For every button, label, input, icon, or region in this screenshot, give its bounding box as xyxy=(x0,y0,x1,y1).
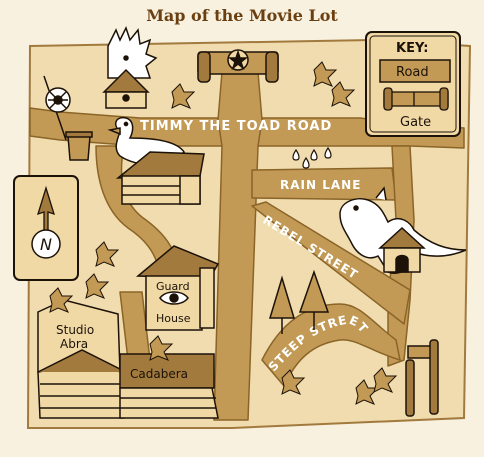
trash-can xyxy=(65,131,93,161)
rooster-house xyxy=(102,26,158,109)
cadabera-label: Cadabera xyxy=(130,367,188,381)
autumn-leaves xyxy=(49,61,398,405)
star-icon xyxy=(227,49,249,71)
east-gate xyxy=(405,339,439,417)
map-title: Map of the Movie Lot xyxy=(146,6,338,25)
studio-abra xyxy=(37,299,127,419)
cadabera-building xyxy=(119,353,219,419)
duck-house xyxy=(107,116,205,205)
guard-house xyxy=(135,245,220,331)
north-road xyxy=(213,71,263,421)
rebel-street xyxy=(251,201,411,325)
doghouse xyxy=(378,226,426,273)
studio-abra-line1: Studio xyxy=(56,323,94,337)
guard-house-line1: Guard xyxy=(156,280,190,293)
timmy-road-label: TIMMY THE TOAD ROAD xyxy=(140,119,332,134)
guard-house-line2: House xyxy=(156,312,191,325)
pine-trees xyxy=(268,269,330,334)
key-road-label: Road xyxy=(396,65,429,80)
north-gate xyxy=(197,49,279,83)
compass-letter: N xyxy=(40,235,52,254)
steep-street xyxy=(261,303,401,387)
map-key: KEY: Road Gate xyxy=(365,31,461,137)
key-heading: KEY: xyxy=(396,41,428,56)
key-gate-icon xyxy=(383,87,449,111)
rain-drops xyxy=(292,146,332,169)
studio-abra-line2: Abra xyxy=(60,337,88,351)
spider-lamp xyxy=(43,75,71,141)
compass: N xyxy=(13,175,79,281)
rain-lane-label: RAIN LANE xyxy=(280,178,361,192)
key-gate-label: Gate xyxy=(400,115,431,130)
